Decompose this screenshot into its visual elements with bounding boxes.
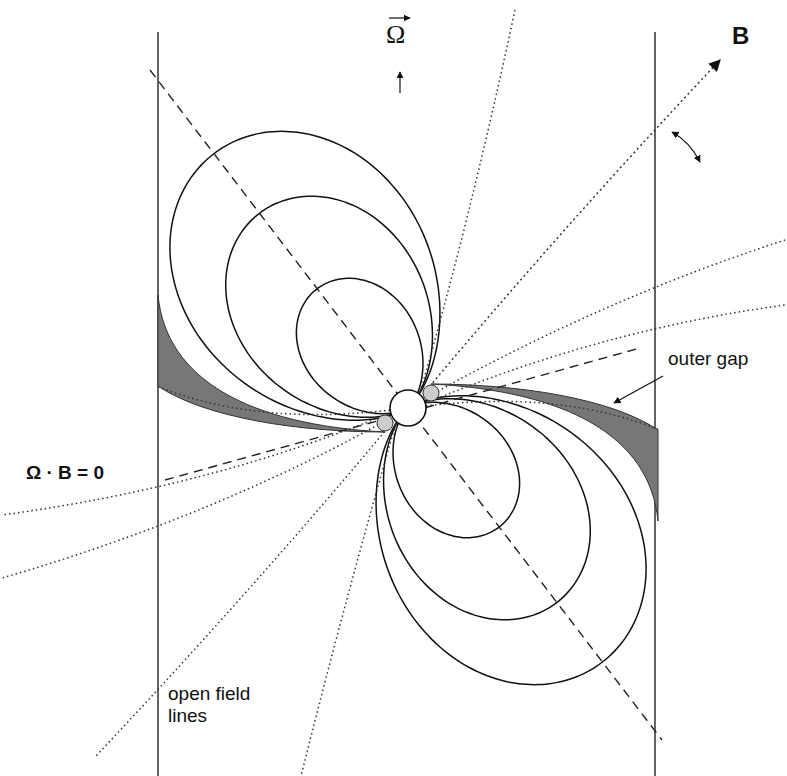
field-label: B [732, 22, 749, 50]
neutron-star [390, 390, 426, 426]
light-cylinder [157, 32, 158, 776]
omega-label: Ω [386, 20, 405, 50]
closed-field-line [384, 399, 591, 620]
surface-label: Ω · B = 0 [26, 462, 104, 484]
open-field-lines [2, 10, 785, 776]
rotation-arrow [399, 72, 400, 93]
region-label: outer gap [668, 348, 748, 370]
closed-field-line [226, 196, 433, 417]
outer-gap-region [158, 295, 385, 432]
null-charge-surface [165, 348, 640, 480]
closed-field-line [170, 131, 440, 420]
closed-field-line [376, 396, 646, 685]
polar-cap [423, 385, 439, 401]
outer-gap-region [431, 384, 658, 521]
rotation-arc [672, 132, 700, 162]
field-lines-label: open field lines [168, 683, 268, 727]
vector-arrow [389, 17, 410, 18]
magnetic-equator [150, 70, 662, 740]
polar-cap [377, 415, 393, 431]
leader-line [614, 376, 663, 403]
light-cylinder [654, 32, 655, 776]
closed-field-lines [170, 131, 646, 684]
